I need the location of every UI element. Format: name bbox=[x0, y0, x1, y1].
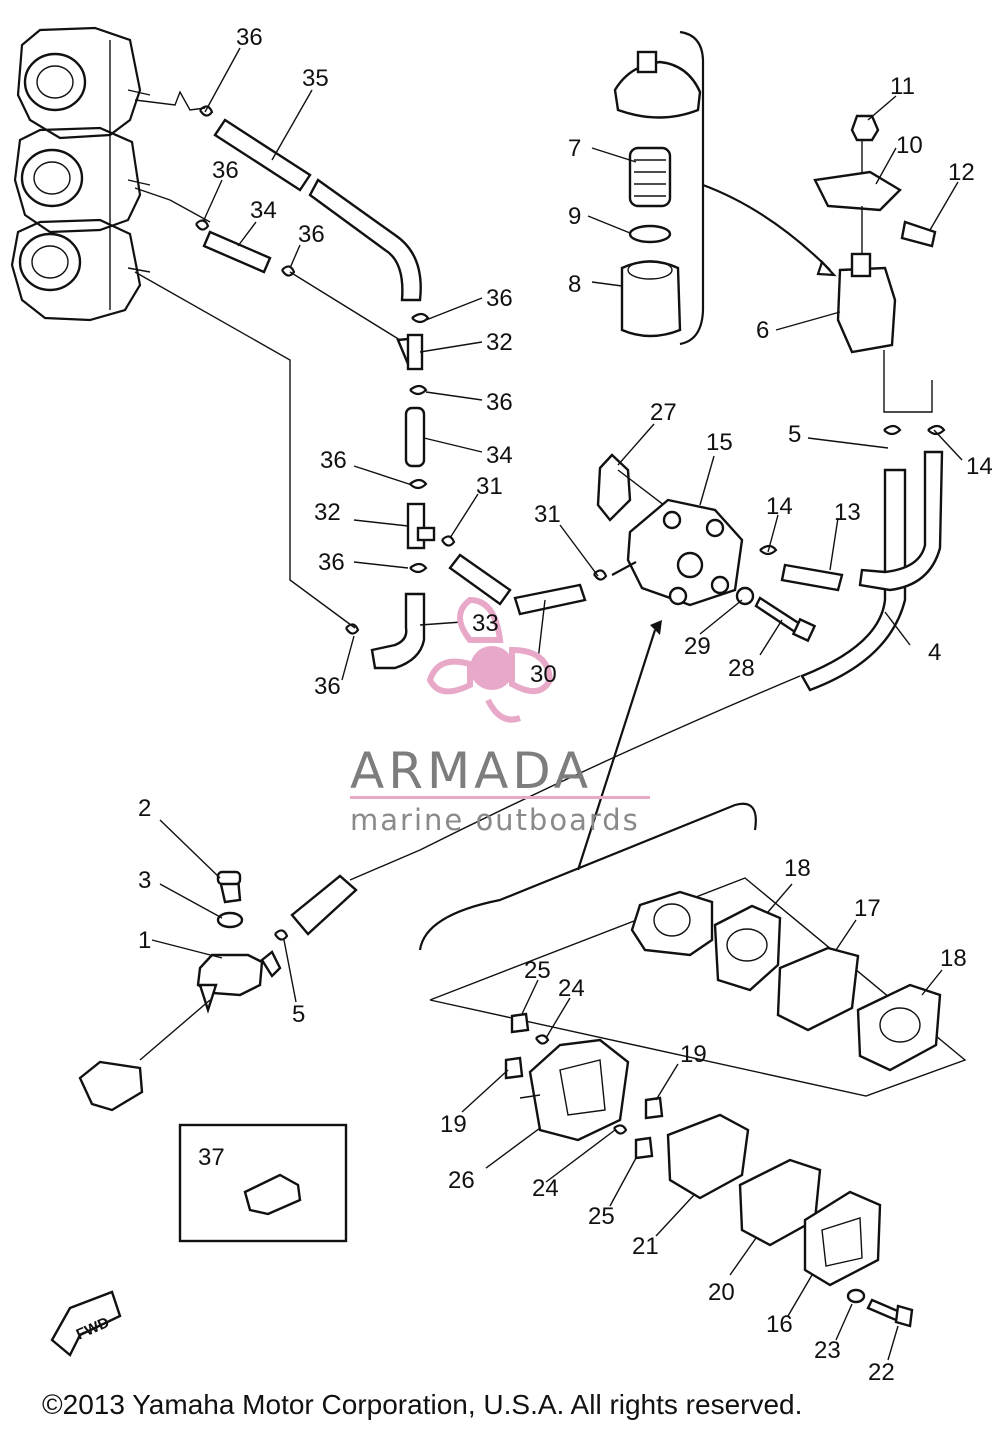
label-36: 36 bbox=[320, 447, 347, 474]
label-25: 25 bbox=[588, 1203, 615, 1230]
fuel-pump-assembly bbox=[596, 453, 844, 643]
label-33: 33 bbox=[472, 610, 499, 637]
label-7: 7 bbox=[568, 135, 581, 162]
label-36: 36 bbox=[298, 221, 325, 248]
label-4: 4 bbox=[928, 639, 941, 666]
label-29: 29 bbox=[684, 633, 711, 660]
label-24: 24 bbox=[532, 1175, 559, 1202]
label-37: 37 bbox=[198, 1144, 225, 1171]
label-35: 35 bbox=[302, 65, 329, 92]
copyright-text: ©2013 Yamaha Motor Corporation, U.S.A. A… bbox=[42, 1389, 802, 1420]
pump-exploded-lower bbox=[504, 890, 942, 1328]
leader-lines bbox=[151, 47, 963, 1361]
label-31: 31 bbox=[534, 501, 561, 528]
label-20: 20 bbox=[708, 1279, 735, 1306]
label-19: 19 bbox=[440, 1111, 467, 1138]
label-36: 36 bbox=[318, 549, 345, 576]
label-32: 32 bbox=[314, 499, 341, 526]
label-14: 14 bbox=[966, 453, 993, 480]
label-1: 1 bbox=[138, 927, 151, 954]
label-11: 11 bbox=[890, 73, 915, 100]
part-number-labels: 36 35 36 34 36 36 32 36 34 36 31 32 36 3… bbox=[138, 24, 993, 1386]
label-26: 26 bbox=[448, 1167, 475, 1194]
label-10: 10 bbox=[896, 132, 923, 159]
label-25: 25 bbox=[524, 957, 551, 984]
watermark-logo bbox=[350, 596, 650, 799]
carburetor-assembly bbox=[10, 26, 151, 322]
fuel-filter-parts bbox=[613, 30, 837, 346]
label-34: 34 bbox=[486, 442, 513, 469]
label-21: 21 bbox=[632, 1233, 659, 1260]
label-2: 2 bbox=[138, 795, 151, 822]
label-36: 36 bbox=[212, 157, 239, 184]
label-8: 8 bbox=[568, 271, 581, 298]
label-22: 22 bbox=[868, 1359, 895, 1386]
watermark-name: ARMADA bbox=[350, 742, 592, 800]
label-3: 3 bbox=[138, 867, 151, 894]
label-32: 32 bbox=[486, 329, 513, 356]
label-30: 30 bbox=[530, 661, 557, 688]
label-27: 27 bbox=[650, 399, 677, 426]
label-19: 19 bbox=[680, 1041, 707, 1068]
label-36: 36 bbox=[314, 673, 341, 700]
label-12: 12 bbox=[948, 159, 975, 186]
label-17: 17 bbox=[854, 895, 881, 922]
label-5: 5 bbox=[292, 1001, 305, 1028]
filter-bracket-assembly bbox=[800, 114, 946, 692]
label-14: 14 bbox=[766, 493, 793, 520]
label-15: 15 bbox=[706, 429, 733, 456]
label-34: 34 bbox=[250, 197, 277, 224]
hose-lines-upper bbox=[134, 90, 422, 629]
fuel-joint-assembly bbox=[50, 870, 358, 1357]
label-5: 5 bbox=[788, 421, 801, 448]
label-18: 18 bbox=[784, 855, 811, 882]
label-24: 24 bbox=[558, 975, 585, 1002]
label-36: 36 bbox=[486, 389, 513, 416]
watermark-tagline: marine outboards bbox=[350, 803, 640, 837]
label-6: 6 bbox=[756, 317, 769, 344]
label-16: 16 bbox=[766, 1311, 793, 1338]
label-31: 31 bbox=[476, 473, 503, 500]
center-fittings bbox=[345, 312, 608, 670]
label-13: 13 bbox=[834, 499, 861, 526]
label-18: 18 bbox=[940, 945, 967, 972]
label-23: 23 bbox=[814, 1337, 841, 1364]
label-9: 9 bbox=[568, 203, 581, 230]
label-36: 36 bbox=[236, 24, 263, 51]
label-36: 36 bbox=[486, 285, 513, 312]
label-28: 28 bbox=[728, 655, 755, 682]
